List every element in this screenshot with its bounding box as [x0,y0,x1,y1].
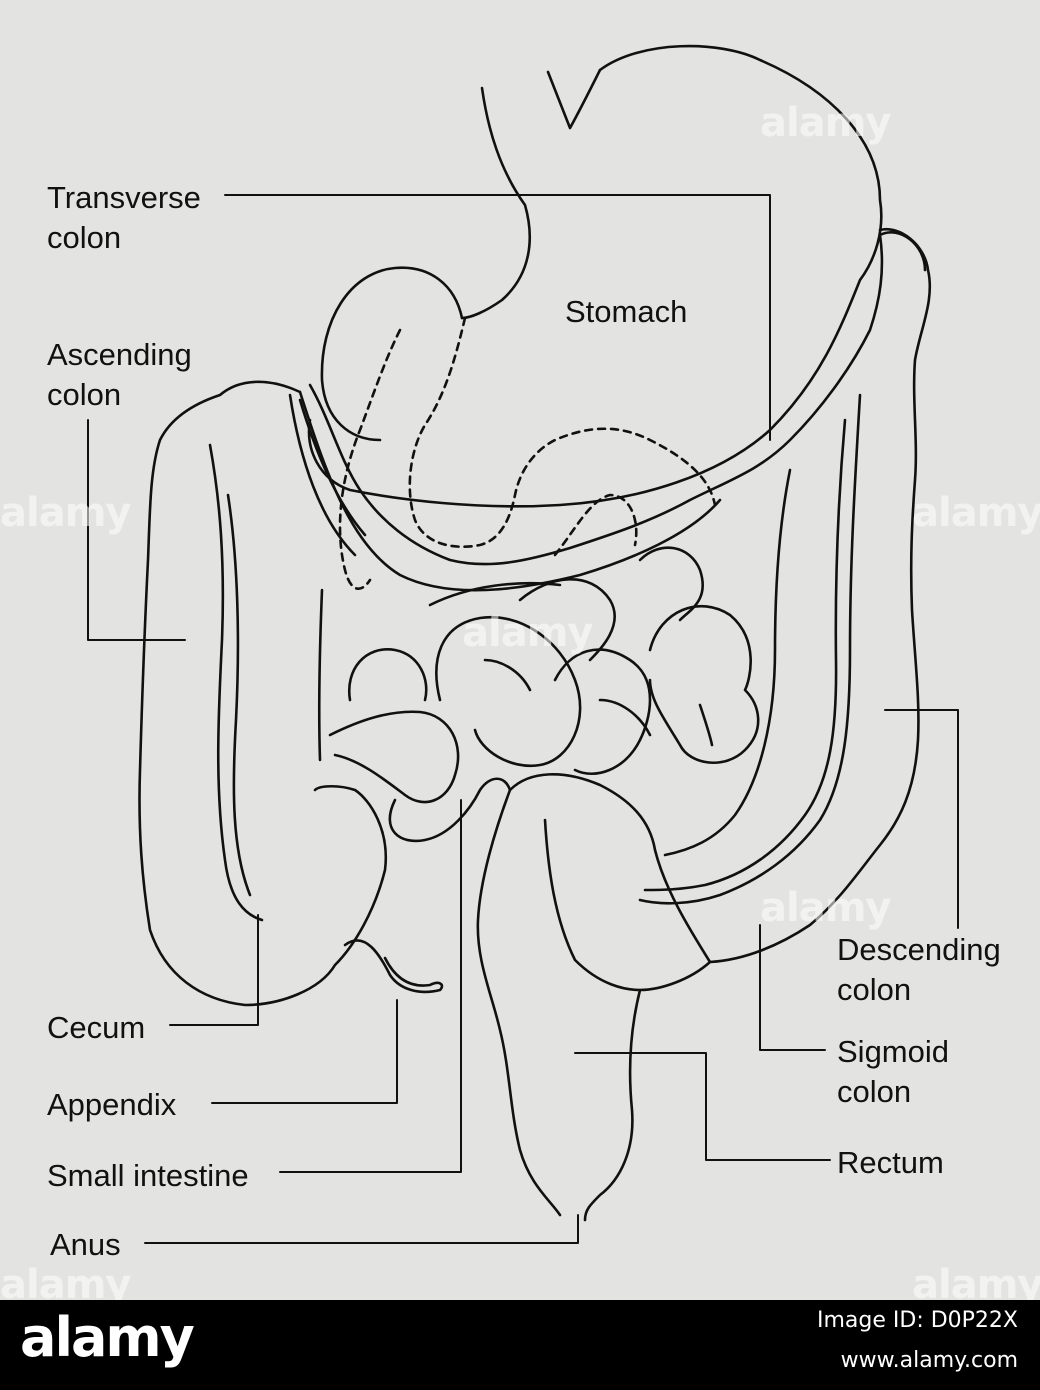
stomach-outline [307,44,883,508]
watermark: alamy [912,490,1040,536]
image-id: Image ID: D0P22X [817,1308,1018,1333]
descending-colon-outline [638,227,932,964]
ascending-colon-outline [138,380,388,1007]
leader-lines [87,194,959,1244]
leader-anus [144,1214,579,1244]
watermark: alamy [760,885,891,931]
leader-cecum [169,914,259,1026]
leader-rectum [574,1052,831,1161]
alamy-logo: alamy [20,1306,195,1369]
watermark: alamy [0,490,131,536]
leader-appendix [211,999,398,1104]
label-stomach: Stomach [565,294,688,329]
label-transverse-colon: Transverse colon [47,180,201,255]
sigmoid-rectum-outline [476,773,712,1222]
label-sigmoid-colon: Sigmoid colon [837,1034,949,1109]
site-url: www.alamy.com [840,1348,1018,1373]
pancreas-dashed-outline [338,316,717,590]
digestive-system-diagram: Transverse colon Ascending colon Stomach… [0,44,1040,1308]
anatomy-drawing [87,44,959,1244]
footer-bar: alamy Image ID: D0P22X www.alamy.com [0,1300,1040,1390]
watermark: alamy [760,100,891,146]
appendix-outline [343,939,444,994]
label-rectum: Rectum [837,1145,944,1180]
label-appendix: Appendix [47,1087,177,1122]
transverse-colon-outline [288,231,927,592]
leader-ascending-colon [87,419,186,641]
label-cecum: Cecum [47,1010,146,1045]
label-descending-colon: Descending colon [837,932,1001,1007]
small-intestine-outline [328,546,760,843]
watermark: alamy [462,610,593,656]
leader-small-intestine [279,799,462,1173]
leader-sigmoid-colon [759,924,826,1051]
label-ascending-colon: Ascending colon [47,337,192,412]
label-anus: Anus [50,1227,121,1262]
leader-descending-colon [884,709,959,929]
leader-transverse-colon [224,194,771,441]
label-small-intestine: Small intestine [47,1158,249,1193]
